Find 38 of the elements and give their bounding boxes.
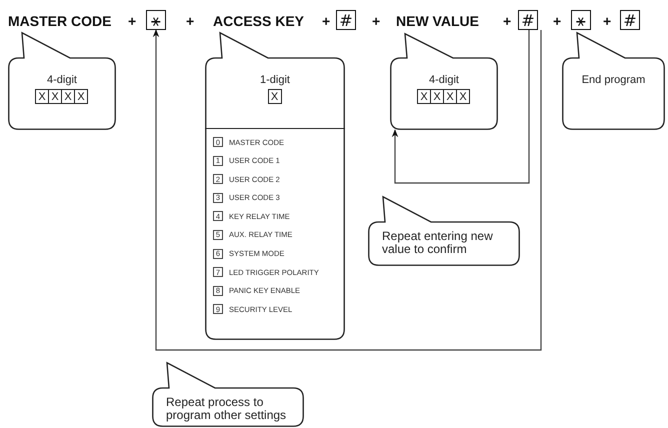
callout-text: 4-digit — [429, 74, 459, 86]
digit-cell: X — [417, 89, 431, 104]
plus-sign: + — [322, 12, 330, 30]
key-symbol: # — [620, 10, 640, 30]
plus-sign: + — [503, 12, 512, 30]
key-symbol: ⚹ — [571, 10, 591, 30]
callout-text: End program — [582, 74, 646, 86]
step-heading: NEW VALUE — [396, 12, 479, 30]
callout-bubble — [562, 32, 665, 130]
digit-cell: X — [268, 89, 282, 104]
callout-bubble — [368, 196, 520, 266]
plus-sign: + — [372, 12, 380, 30]
digit-cell: X — [74, 89, 88, 104]
digit-cell: X — [35, 89, 49, 104]
plus-sign: + — [186, 12, 194, 30]
plus-sign: + — [603, 12, 612, 30]
callout-text: 4-digit — [47, 74, 77, 86]
digit-cell: X — [456, 89, 470, 104]
plus-sign: + — [553, 12, 562, 30]
callout-text: 1-digit — [260, 74, 290, 86]
callout-bubble — [8, 32, 116, 130]
step-heading: MASTER CODE — [8, 12, 112, 30]
callout-text: Repeat process to program other settings — [166, 396, 288, 422]
plus-sign: + — [128, 12, 136, 30]
loop-arrow — [392, 30, 530, 184]
callout-text: Repeat entering new value to confirm — [382, 230, 494, 256]
key-symbol: # — [336, 10, 356, 30]
key-symbol: ⚹ — [146, 10, 166, 30]
digit-cell: X — [61, 89, 75, 104]
loop-arrow — [152, 29, 542, 351]
callout-bubble — [152, 362, 304, 427]
callout-bubble — [390, 33, 498, 130]
digit-cell: X — [443, 89, 457, 104]
digit-cell: X — [48, 89, 62, 104]
digit-cell: X — [430, 89, 444, 104]
step-heading: ACCESS KEY — [213, 12, 304, 30]
callout-bubble — [205, 32, 345, 340]
key-symbol: # — [518, 10, 538, 30]
